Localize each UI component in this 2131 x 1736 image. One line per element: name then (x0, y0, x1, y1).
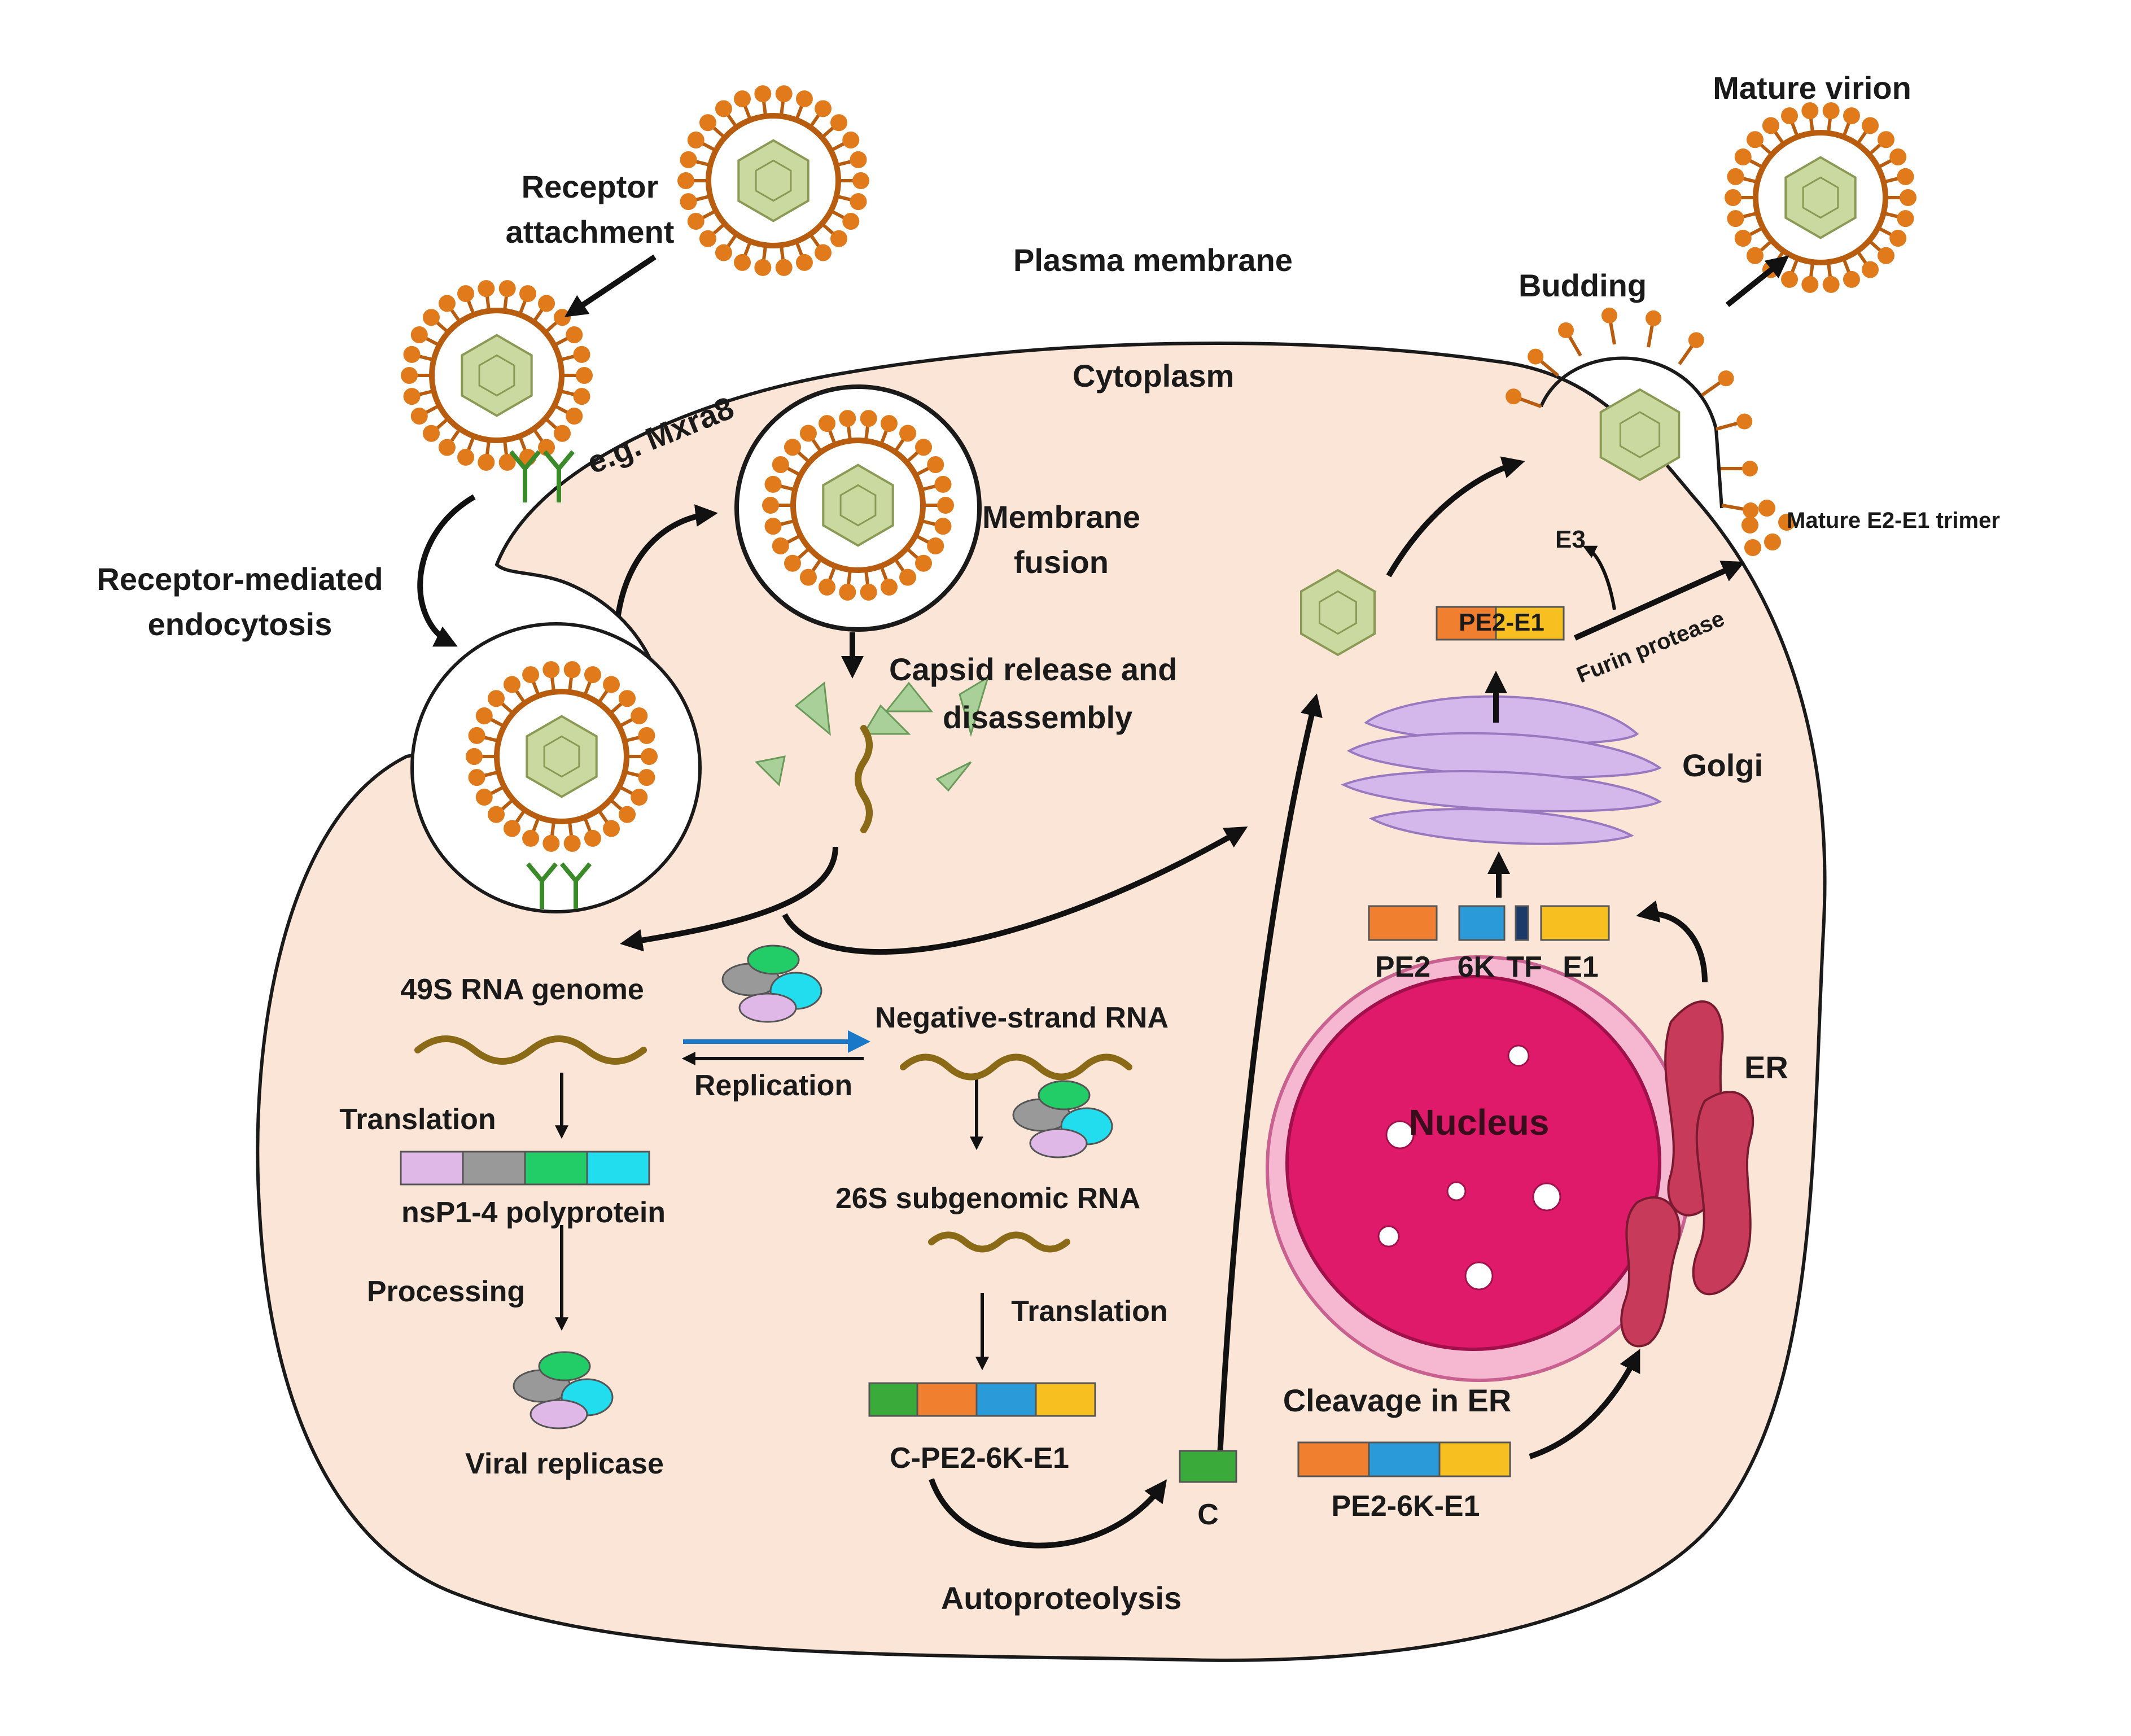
endocytosis-label-2: endocytosis (148, 606, 332, 642)
negative-strand-label: Negative-strand RNA (875, 1002, 1169, 1034)
endoplasmic-reticulum (1620, 1000, 1754, 1348)
e1-label: E1 (1563, 951, 1599, 983)
cytoplasm-label: Cytoplasm (1073, 358, 1234, 393)
budding-spike-head (1718, 370, 1734, 387)
budding-spike-stem (1647, 325, 1654, 348)
replication-label: Replication (694, 1069, 852, 1102)
capsid-budding (1599, 388, 1681, 482)
viral-replicase-complex (513, 1351, 614, 1429)
translation-label-1: Translation (339, 1103, 496, 1136)
capsid-protein-c-bar (1179, 1450, 1237, 1483)
endocytosis-label-1: Receptor-mediated (97, 561, 383, 597)
budding-spike-stem (1721, 504, 1744, 511)
pe2-6k-e1-label: PE2-6K-E1 (1332, 1490, 1480, 1523)
replicase-complex-middle (1012, 1080, 1113, 1158)
membrane-fusion-label-1: Membrane (982, 499, 1140, 535)
subgenomic-26s-label: 26S subgenomic RNA (835, 1182, 1140, 1215)
virion-mature (1725, 102, 1916, 293)
budding-spike-head (1646, 310, 1662, 326)
virions-group (401, 85, 1916, 852)
virion-fusing (762, 410, 954, 601)
autoproteolysis-label: Autoproteolysis (941, 1580, 1182, 1616)
budding-spike-stem (1609, 322, 1616, 345)
translation-label-2: Translation (1011, 1295, 1167, 1328)
budding-spike-head (1558, 322, 1574, 338)
pe2-e1-bar (1436, 606, 1565, 641)
budding-spike-stem (1716, 421, 1739, 431)
virion-attached (401, 280, 593, 471)
membrane-fusion-label-2: fusion (1014, 544, 1109, 580)
golgi-label: Golgi (1682, 747, 1763, 783)
c-pe2-6k-e1-label: C-PE2-6K-E1 (890, 1442, 1069, 1475)
nucleus (1285, 975, 1661, 1351)
budding-spike-head (1601, 307, 1617, 323)
budding-spike-head (1528, 348, 1544, 365)
genome-49s-label: 49S RNA genome (400, 973, 644, 1006)
pe2-label: PE2 (1375, 951, 1430, 983)
nsp-polyprotein-label: nsP1-4 polyprotein (401, 1196, 666, 1229)
rna-negative-strand (900, 1053, 1132, 1081)
budding-spike-head (1742, 461, 1758, 476)
budding-membrane (1539, 356, 1723, 509)
capsid-cytoplasmic (1300, 569, 1376, 657)
budding-spike-head (1743, 502, 1759, 519)
e3-label: E3 (1555, 526, 1586, 553)
budding-spike-head (1688, 332, 1704, 348)
receptor-pair-vesicle (526, 862, 592, 909)
budding-spike-stem (1678, 344, 1694, 365)
budding-spike-stem (1568, 335, 1582, 357)
capsid-release-label-1: Capsid release and (889, 651, 1177, 687)
budding-label: Budding (1519, 268, 1647, 303)
receptor-attachment-label-2: attachment (506, 214, 675, 250)
pathway-arrows (417, 254, 1789, 1549)
pe2-6k-e1-bar (1297, 1441, 1511, 1477)
structural-polyprotein-bar (868, 1382, 1096, 1417)
budding-spike-head (1736, 413, 1753, 430)
virion-incoming-capsid (737, 139, 809, 222)
receptor-attachment-label-1: Receptor (522, 169, 659, 204)
er-label: ER (1744, 1050, 1788, 1085)
nuclear-pores (1377, 1044, 1561, 1291)
viral-replicase-label: Viral replicase (465, 1448, 664, 1480)
c-label: C (1197, 1498, 1219, 1531)
nsp-polyprotein-bar (400, 1151, 650, 1186)
cleavage-er-label: Cleavage in ER (1283, 1383, 1512, 1418)
processing-label: Processing (367, 1275, 525, 1308)
budding-spike-stem (1701, 381, 1722, 397)
6k-label: 6K (1458, 951, 1495, 983)
released-rna (855, 725, 873, 833)
virion-endocytosed-capsid (526, 715, 598, 798)
rna-26s-subgenomic (928, 1231, 1070, 1253)
virion-endocytosed (466, 661, 658, 852)
er-components-bar (1368, 905, 1610, 941)
rna-49s-genome (414, 1035, 647, 1065)
capsid-release-label-2: disassembly (943, 699, 1132, 735)
receptor-pair-top (509, 450, 575, 502)
virion-attached-capsid (461, 334, 533, 417)
pe2-e1-label: PE2-E1 (1459, 609, 1544, 636)
virion-mature-capsid (1784, 156, 1857, 239)
capsid-fragments (754, 675, 990, 792)
golgi-apparatus (1341, 695, 1662, 845)
replicase-complex-top (721, 944, 822, 1023)
budding-spike-head (1506, 388, 1522, 405)
mature-trimer-label: Mature E2-E1 trimer (1787, 508, 2000, 533)
virion-incoming (677, 85, 869, 276)
plasma-membrane-label: Plasma membrane (1013, 242, 1293, 278)
tf-label: TF (1506, 951, 1542, 983)
budding-spikes (1506, 307, 1795, 556)
virion-fusing-capsid (822, 463, 894, 547)
budding-spike-stem (1519, 397, 1542, 408)
budding-spike-stem (1539, 359, 1559, 377)
nucleus-label: Nucleus (1409, 1102, 1550, 1143)
mature-trimer-cluster (1741, 500, 1795, 556)
mature-virion-label: Mature virion (1713, 70, 1911, 106)
